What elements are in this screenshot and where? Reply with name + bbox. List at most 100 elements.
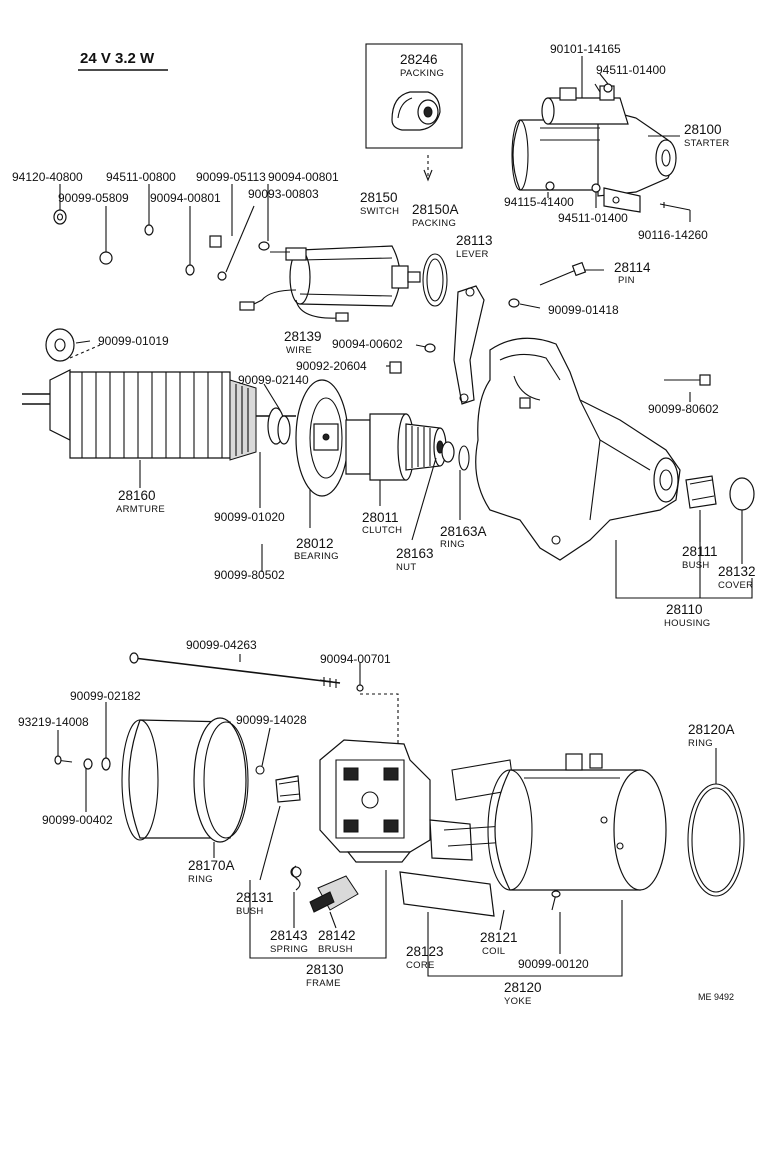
brush-frame bbox=[319, 739, 431, 863]
part-94120-40800-number: 94120-40800 bbox=[12, 170, 83, 184]
part-90094-00801b-number: 90094-00801 bbox=[150, 191, 221, 205]
part-90099-04263-number: 90099-04263 bbox=[186, 638, 257, 652]
part-28011-number: 28011 bbox=[362, 510, 399, 525]
small-hardware-top bbox=[53, 83, 613, 374]
part-90099-01020-number: 90099-01020 bbox=[214, 510, 285, 524]
part-28011-name: CLUTCH bbox=[362, 525, 402, 536]
part-28246-name: PACKING bbox=[400, 68, 444, 79]
part-28113-name: LEVER bbox=[456, 249, 489, 260]
end-cover bbox=[121, 717, 249, 843]
part-28110-number: 28110 bbox=[666, 602, 703, 617]
part-28139-name: WIRE bbox=[286, 345, 312, 356]
part-28163A-name: RING bbox=[440, 539, 465, 550]
bolt-90116 bbox=[659, 202, 691, 211]
part-28121-number: 28121 bbox=[480, 930, 518, 945]
part-90094-00701-number: 90094-00701 bbox=[320, 652, 391, 666]
spring-brush bbox=[290, 865, 359, 913]
part-90099-00120-number: 90099-00120 bbox=[518, 957, 589, 971]
part-94511-01400-number: 94511-01400 bbox=[596, 63, 666, 77]
part-28139-number: 28139 bbox=[284, 329, 322, 344]
part-90099-01418-number: 90099-01418 bbox=[548, 303, 619, 317]
part-28012-number: 28012 bbox=[296, 536, 334, 551]
washer-armature-end bbox=[45, 328, 101, 362]
part-28131-name: BUSH bbox=[236, 906, 264, 917]
part-28111-number: 28111 bbox=[682, 544, 718, 559]
nut-pinion bbox=[441, 441, 455, 463]
part-94511-01400b-number: 94511-01400 bbox=[558, 211, 628, 225]
part-28120-number: 28120 bbox=[504, 980, 542, 995]
part-28160-number: 28160 bbox=[118, 488, 156, 503]
part-90093-00803-number: 90093-00803 bbox=[248, 187, 319, 201]
part-90099-02140-number: 90099-02140 bbox=[238, 373, 309, 387]
dash-leader-00701 bbox=[360, 693, 399, 745]
pin bbox=[539, 261, 587, 286]
part-28110-name: HOUSING bbox=[664, 618, 710, 629]
part-labels: 28246 PACKING 90101-14165 94511-01400 28… bbox=[12, 42, 756, 1007]
core-coil bbox=[399, 759, 515, 917]
ring-pinion bbox=[458, 445, 470, 471]
part-28123-number: 28123 bbox=[406, 944, 444, 959]
starter-assembly bbox=[511, 85, 677, 213]
diagram-title: 24 V 3.2 W bbox=[80, 50, 155, 67]
part-94115-41400-number: 94115-41400 bbox=[504, 195, 574, 209]
part-90099-01019-number: 90099-01019 bbox=[98, 334, 169, 348]
part-28123-name: CORE bbox=[406, 960, 435, 971]
bearing bbox=[295, 379, 349, 497]
part-28132-name: COVER bbox=[718, 580, 753, 591]
part-28163-name: NUT bbox=[396, 562, 416, 573]
part-28150A-name: PACKING bbox=[412, 218, 456, 229]
part-90099-80502-number: 90099-80502 bbox=[214, 568, 285, 582]
yoke bbox=[487, 753, 667, 891]
part-90099-05113-number: 90099-05113 bbox=[196, 170, 266, 184]
bush-frame bbox=[275, 775, 301, 803]
small-hardware-lower bbox=[54, 755, 265, 775]
switch-solenoid bbox=[270, 245, 421, 307]
part-90099-80602-number: 90099-80602 bbox=[648, 402, 719, 416]
part-28114-name: PIN bbox=[618, 275, 635, 286]
part-28143-number: 28143 bbox=[270, 928, 308, 943]
part-28143-name: SPRING bbox=[270, 944, 308, 955]
part-28120A-number: 28120A bbox=[688, 722, 735, 737]
frame-bracket-line bbox=[249, 870, 387, 959]
part-90099-00402-number: 90099-00402 bbox=[42, 813, 113, 827]
part-28113-number: 28113 bbox=[456, 233, 493, 248]
part-28163-number: 28163 bbox=[396, 546, 434, 561]
armature bbox=[22, 369, 296, 461]
bolt-80602 bbox=[664, 374, 711, 386]
part-28170A-name: RING bbox=[188, 874, 213, 885]
part-90099-02182-number: 90099-02182 bbox=[70, 689, 141, 703]
reference-code: ME 9492 bbox=[698, 992, 734, 1002]
clutch bbox=[345, 413, 447, 481]
cover-cap bbox=[729, 477, 755, 511]
part-28160-name: ARMTURE bbox=[116, 504, 165, 515]
part-28170A-number: 28170A bbox=[188, 858, 235, 873]
lever bbox=[453, 285, 485, 405]
part-93219-14008-number: 93219-14008 bbox=[18, 715, 89, 729]
part-28142-name: BRUSH bbox=[318, 944, 353, 955]
part-28121-name: COIL bbox=[482, 946, 505, 957]
part-28130-name: FRAME bbox=[306, 978, 341, 989]
part-28131-number: 28131 bbox=[236, 890, 274, 905]
bush-housing bbox=[685, 475, 717, 509]
part-28012-name: BEARING bbox=[294, 551, 339, 562]
part-90116-14260-number: 90116-14260 bbox=[638, 228, 708, 242]
part-28142-number: 28142 bbox=[318, 928, 356, 943]
part-28111-name: BUSH bbox=[682, 560, 710, 571]
yoke-bracket-line bbox=[427, 900, 623, 977]
part-90094-00602-number: 90094-00602 bbox=[332, 337, 403, 351]
part-90101-14165-number: 90101-14165 bbox=[550, 42, 621, 56]
part-28120-name: YOKE bbox=[504, 996, 532, 1007]
yoke-ring bbox=[687, 783, 745, 897]
packing-ring-switch bbox=[422, 253, 448, 307]
part-28100-number: 28100 bbox=[684, 122, 722, 137]
wire-harness bbox=[249, 289, 341, 319]
part-28114-number: 28114 bbox=[614, 260, 651, 275]
part-28120A-name: RING bbox=[688, 738, 713, 749]
part-94511-00800-number: 94511-00800 bbox=[106, 170, 176, 184]
through-bolt bbox=[129, 652, 341, 688]
leader-lines bbox=[57, 56, 743, 954]
part-90099-05809-number: 90099-05809 bbox=[58, 191, 129, 205]
part-28130-number: 28130 bbox=[306, 962, 344, 977]
washer-00701 bbox=[356, 684, 364, 692]
